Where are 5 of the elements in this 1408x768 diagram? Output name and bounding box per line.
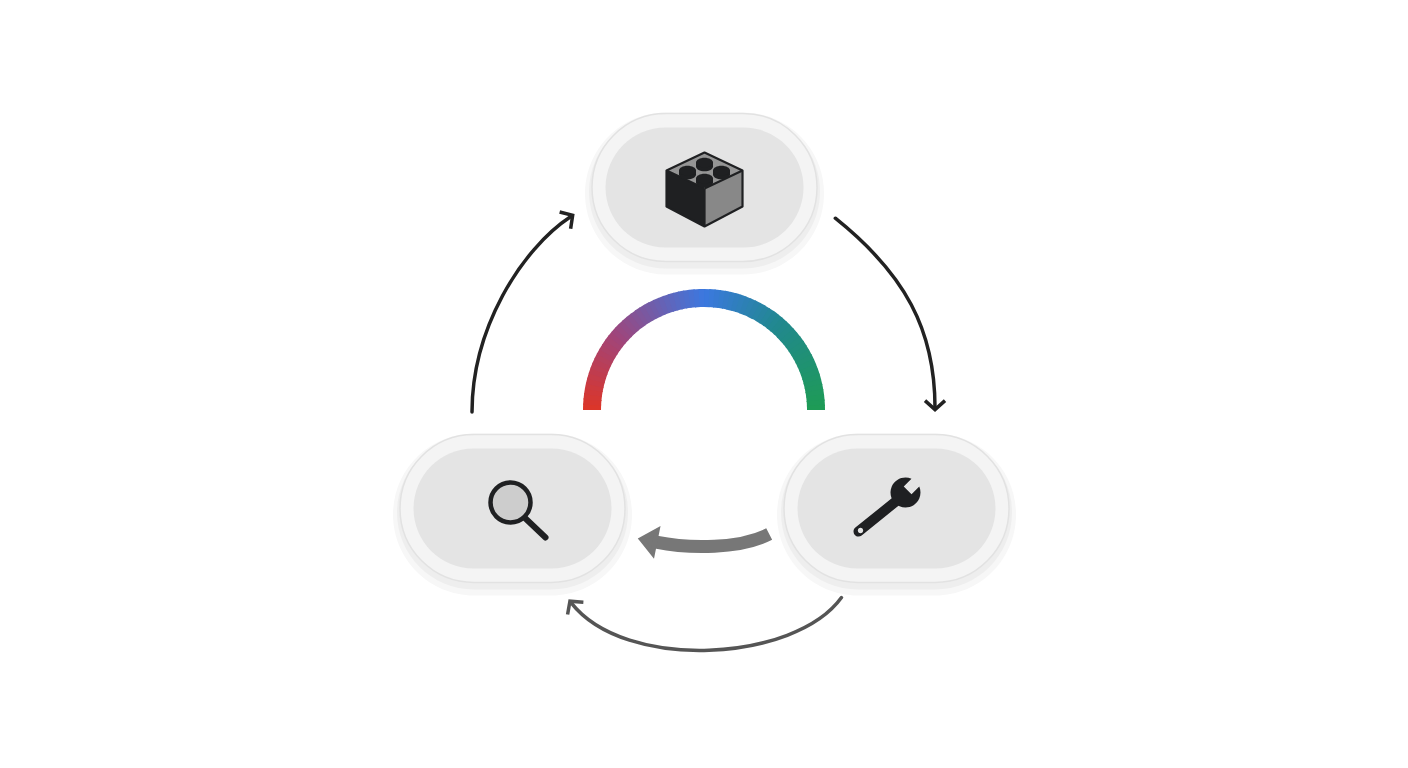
arrow xyxy=(470,210,575,414)
pill-box xyxy=(777,433,1016,596)
arrow xyxy=(833,216,947,412)
pill-box xyxy=(393,433,632,596)
arrow xyxy=(565,595,844,652)
